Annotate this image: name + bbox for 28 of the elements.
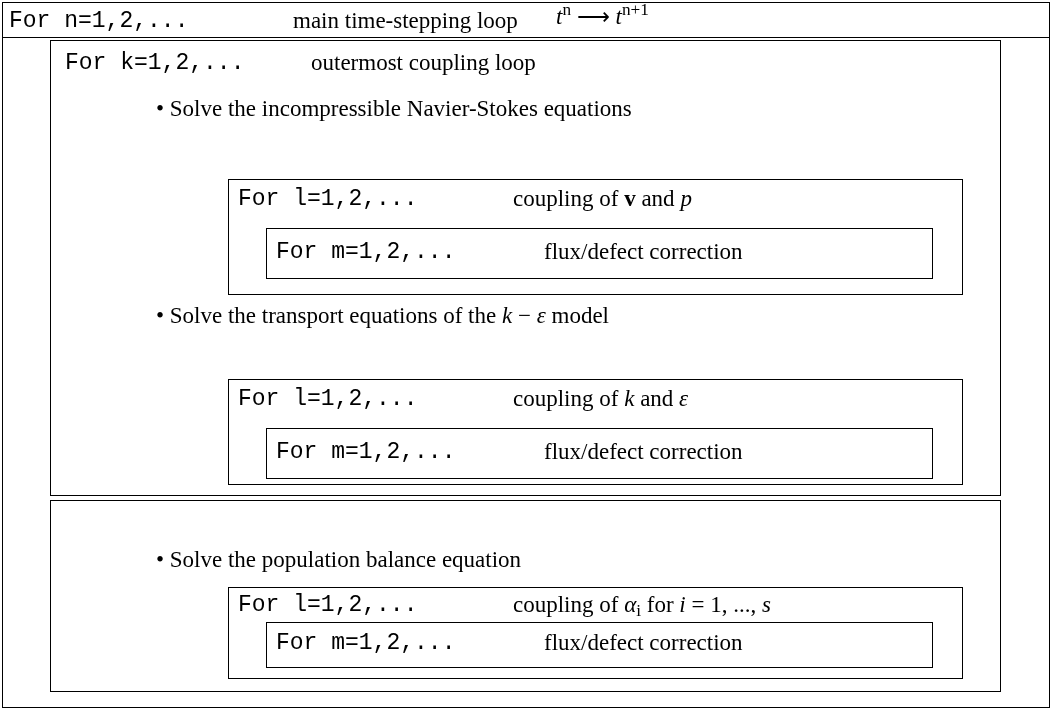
loop-header: For k=1,2,...: [65, 49, 245, 77]
loop-box: [228, 179, 963, 295]
loop-box: [228, 587, 963, 679]
loop-box: [50, 40, 1001, 496]
loop-description: main time-stepping loop: [293, 7, 518, 35]
loop-box: [266, 428, 933, 479]
loop-description: coupling of α$_{i}$ for i = 1, ..., s: [513, 591, 771, 619]
loop-description: outermost coupling loop: [311, 49, 536, 77]
loop-description: flux/defect correction: [544, 629, 743, 657]
loop-box: [228, 379, 963, 485]
loop-header: For m=1,2,...: [276, 238, 456, 266]
loop-description: • Solve the transport equations of the k − ε model: [156, 302, 609, 330]
loop-box: [50, 500, 1001, 692]
loop-box: [266, 622, 933, 668]
loop-description: • Solve the population balance equation: [156, 546, 522, 574]
loop-box: [266, 228, 933, 279]
loop-description: coupling of v and p: [513, 185, 692, 213]
loop-header: For m=1,2,...: [276, 629, 456, 657]
loop-description: • Solve the incompressible Navier-Stokes equations: [156, 95, 632, 123]
loop-header: For l=1,2,...: [238, 185, 418, 213]
loop-header: For n=1,2,...: [9, 7, 189, 35]
loop-header: For l=1,2,...: [238, 385, 418, 413]
loop-header: For l=1,2,...: [238, 591, 418, 619]
loop-description: flux/defect correction: [544, 438, 743, 466]
loop-description: flux/defect correction: [544, 238, 743, 266]
loop-description: t$^{n}$ ⟶ t$^{n+1}$: [556, 3, 649, 31]
loop-description: coupling of k and ε: [513, 385, 689, 413]
loop-header: For m=1,2,...: [276, 438, 456, 466]
